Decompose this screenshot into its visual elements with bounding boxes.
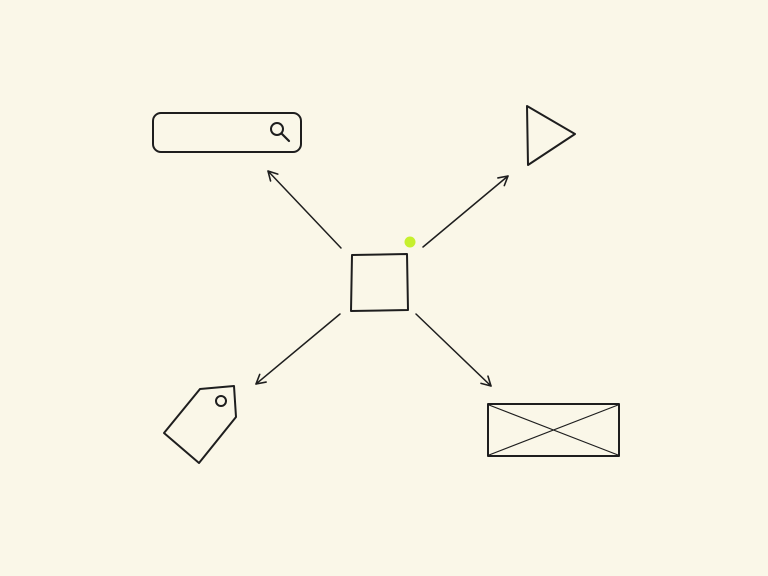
arrow-to-search-bar [267, 170, 342, 249]
center-square-node[interactable] [350, 253, 409, 312]
arrow-to-play [422, 175, 509, 248]
placeholder-cross-line-2 [488, 404, 619, 456]
price-tag-node[interactable] [163, 385, 237, 464]
connector-arrows [255, 170, 509, 387]
arrow-to-image-placeholder [415, 313, 492, 387]
search-bar-icon [152, 112, 302, 153]
image-placeholder-node[interactable] [487, 403, 620, 457]
image-placeholder-icon [487, 403, 620, 457]
play-node[interactable] [526, 105, 576, 166]
arrow-to-price-tag [255, 313, 341, 385]
tag-hole [215, 395, 227, 407]
search-icon [270, 122, 291, 143]
dot-marker-icon [404, 236, 416, 248]
square-icon [350, 253, 409, 312]
price-tag-icon [163, 385, 237, 464]
play-icon [526, 105, 576, 166]
search-bar-node[interactable] [152, 112, 302, 153]
